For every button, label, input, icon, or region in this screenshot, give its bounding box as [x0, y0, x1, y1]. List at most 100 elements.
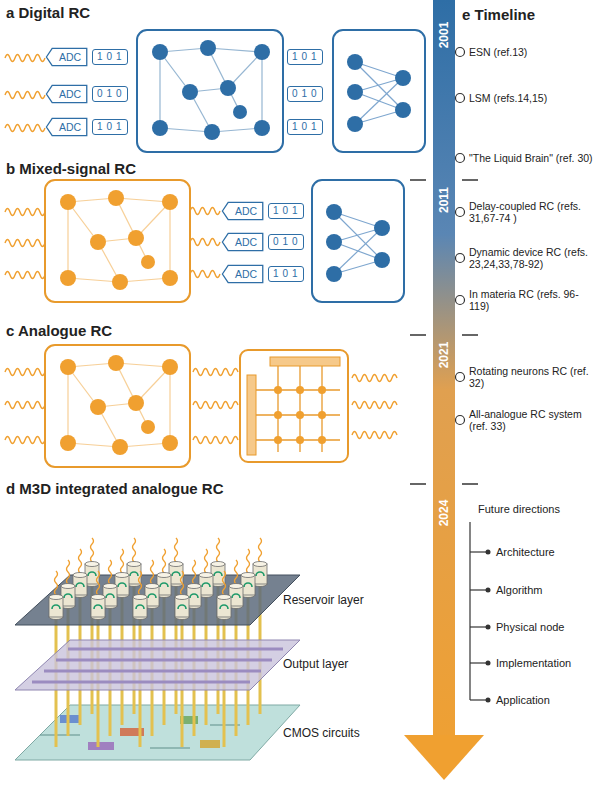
- future-heading: Future directions: [478, 503, 560, 516]
- adc-box: ADC: [222, 202, 263, 220]
- output-line: [56, 659, 272, 662]
- reservoir-device: [49, 538, 267, 620]
- future-dot: [486, 698, 491, 703]
- crossbar-readout: [240, 350, 348, 462]
- crossbar-readout: [318, 386, 326, 394]
- panel-heading: e Timeline: [462, 6, 535, 24]
- adc-outline: [46, 118, 86, 135]
- input-waves: [193, 369, 238, 376]
- reservoir-network: [152, 40, 270, 140]
- readout-box: [312, 180, 404, 302]
- crossbar-readout: [296, 386, 304, 394]
- input-waves: [352, 375, 397, 382]
- bit-word: 101: [92, 49, 128, 65]
- timeline-entry: "The Liquid Brain" (ref. 30): [469, 152, 593, 164]
- input-waves: [193, 437, 238, 444]
- adc-box: ADC: [46, 48, 87, 66]
- panel-heading: b Mixed-signal RC: [6, 160, 136, 178]
- reservoir-network: [60, 355, 178, 455]
- bit-word: 101: [287, 119, 323, 135]
- bit-word: 101: [287, 49, 323, 65]
- m3d-stack: [15, 640, 300, 690]
- crossbar-readout: [296, 436, 304, 444]
- digital-reservoir-box: [137, 30, 283, 152]
- future-dot: [486, 625, 491, 630]
- input-waves: [5, 55, 45, 62]
- adc-label: ADC: [59, 88, 81, 100]
- bit-word: 101: [268, 266, 304, 282]
- timeline-entry: ESN (ref.13): [469, 46, 593, 58]
- output-line: [32, 681, 250, 684]
- adc-label: ADC: [235, 205, 257, 217]
- timeline-marker: [456, 48, 465, 57]
- future-dot: [486, 550, 491, 703]
- future-item: Architecture: [496, 546, 555, 559]
- reservoir-device: [49, 571, 63, 620]
- future-tree: [470, 522, 486, 700]
- input-waves: [5, 402, 45, 409]
- crossbar-readout: [247, 375, 256, 455]
- input-waves: [5, 125, 45, 132]
- output-line: [44, 670, 261, 673]
- adc-outline: [222, 233, 262, 250]
- crossbar-readout: [318, 436, 326, 444]
- input-waves: [5, 437, 45, 444]
- readout-box: [333, 30, 425, 152]
- era-tick: [462, 179, 478, 181]
- future-item: Implementation: [496, 657, 571, 670]
- timeline-entry: Dynamic device RC (refs. 23,24,33,78-92): [469, 246, 593, 270]
- crossbar-readout: [274, 411, 282, 419]
- future-tree: [470, 662, 486, 663]
- adc-outline: [222, 202, 262, 219]
- input-waves: [352, 402, 397, 409]
- input-waves: [5, 55, 45, 132]
- layer-label: Reservoir layer: [283, 593, 364, 607]
- future-dot: [486, 661, 491, 666]
- adc-label: ADC: [59, 51, 81, 63]
- layer-label: CMOS circuits: [283, 726, 360, 740]
- input-waves: [193, 402, 238, 409]
- adc-outline: [222, 265, 262, 282]
- year-label: 2011: [437, 187, 451, 213]
- panel-heading: a Digital RC: [6, 4, 90, 22]
- input-waves: [190, 208, 220, 215]
- cmos-chip: [88, 742, 114, 750]
- crossbar-readout: [296, 411, 304, 419]
- output-line: [32, 649, 283, 682]
- panel-heading: d M3D integrated analogue RC: [6, 480, 224, 498]
- timeline-marker: [456, 416, 465, 425]
- panel-heading: c Analogue RC: [6, 322, 112, 340]
- bit-word: 010: [92, 86, 128, 102]
- timeline-entry: All-analogue RC system (ref. 33): [469, 408, 593, 432]
- era-tick: [410, 334, 426, 336]
- m3d-stack: [15, 538, 300, 760]
- m3d-stack: [15, 705, 300, 760]
- year-label: 2001: [437, 22, 451, 49]
- adc-box: ADC: [222, 233, 263, 251]
- input-waves: [352, 432, 397, 439]
- physical-reservoir-box: [45, 180, 190, 302]
- future-item: Algorithm: [496, 584, 542, 597]
- era-tick: [410, 180, 478, 484]
- reservoir-device: [175, 571, 189, 620]
- future-tree: [470, 551, 486, 552]
- reservoir-device: [133, 571, 147, 620]
- timeline-marker: [456, 373, 465, 382]
- input-waves: [5, 209, 45, 216]
- year-label: 2024: [437, 500, 451, 527]
- readout-network: [326, 204, 390, 282]
- timeline-marker: [456, 208, 465, 217]
- input-waves: [190, 239, 220, 246]
- future-tree: [470, 589, 486, 590]
- adc-outline: [46, 85, 86, 102]
- adc-label: ADC: [235, 268, 257, 280]
- crossbar-readout: [274, 436, 282, 444]
- era-tick: [462, 483, 478, 485]
- year-label: 2021: [437, 342, 451, 369]
- future-tree: [469, 522, 470, 700]
- era-tick: [462, 334, 478, 336]
- output-line: [68, 648, 283, 651]
- timeline-marker: [456, 48, 465, 425]
- timeline-marker: [456, 154, 465, 163]
